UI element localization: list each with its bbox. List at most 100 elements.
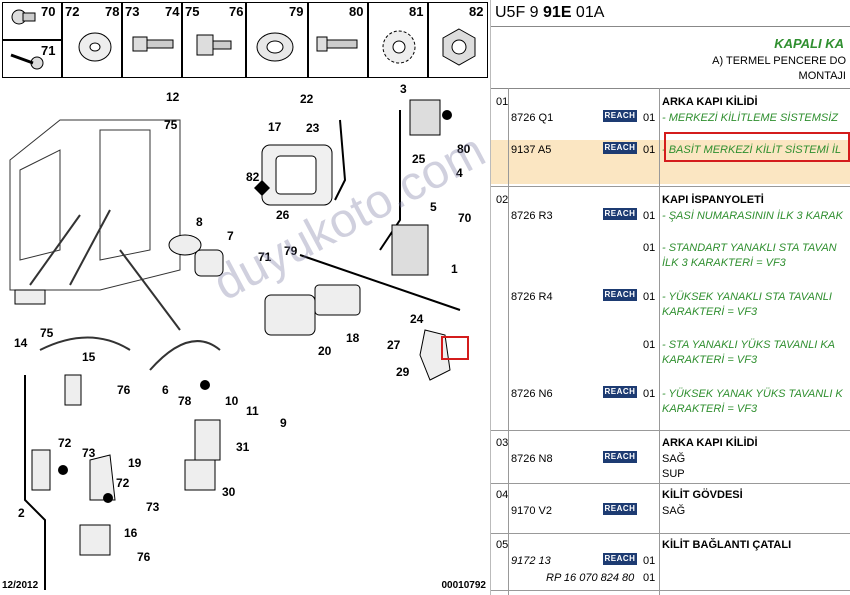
callout-24[interactable]: 24 [410, 312, 424, 326]
diagram-date: 12/2012 [2, 580, 39, 591]
part-cell-80[interactable]: 80 [308, 2, 368, 78]
callout-76[interactable]: 76 [117, 383, 131, 397]
callout-27[interactable]: 27 [387, 338, 401, 352]
callout-73[interactable]: 73 [82, 446, 96, 460]
callout-78[interactable]: 78 [178, 394, 192, 408]
callout-70[interactable]: 70 [458, 211, 472, 225]
callout-22[interactable]: 22 [300, 92, 314, 106]
quantity: 01 [643, 291, 656, 303]
highlighted-part-box[interactable] [441, 336, 469, 360]
part-cell-73[interactable]: 73 74 [122, 2, 182, 78]
callout-25[interactable]: 25 [412, 152, 426, 166]
part-cell-71[interactable]: 71 [2, 40, 62, 78]
callout-12[interactable]: 12 [166, 90, 180, 104]
part-ref[interactable]: 8726 R4 [511, 291, 553, 303]
callout-6[interactable]: 6 [162, 383, 169, 397]
part-desc-2: KARAKTERİ = VF3 [662, 306, 758, 318]
part-number: 80 [349, 4, 364, 19]
callout-31[interactable]: 31 [236, 440, 250, 454]
callout-11[interactable]: 11 [246, 404, 259, 418]
callout-4[interactable]: 4 [456, 166, 463, 180]
part-ref[interactable]: 9137 A5 [511, 144, 552, 156]
callout-10[interactable]: 10 [225, 394, 239, 408]
reach-badge: REACH [603, 110, 637, 122]
parts-diagram-panel: 70 71 72 78 73 74 75 76 79 80 [0, 0, 491, 595]
exploded-view-diagram: 12 75 17 22 23 3 80 25 82 26 4 5 70 1 8 … [0, 80, 490, 595]
part-cell-82[interactable]: 82 [428, 2, 488, 78]
quantity: 01 [643, 210, 656, 222]
callout-75[interactable]: 75 [40, 326, 54, 340]
part-number: 81 [409, 4, 424, 19]
part-cell-70[interactable]: 70 [2, 2, 62, 40]
callout-18[interactable]: 18 [346, 331, 360, 345]
bolt-icon [132, 36, 174, 52]
callout-16[interactable]: 16 [124, 526, 138, 540]
quantity: 01 [643, 339, 656, 351]
star-washer-icon [382, 30, 416, 64]
row-divider [491, 483, 850, 484]
callout-82[interactable]: 82 [246, 170, 260, 184]
nut-icon [442, 28, 476, 66]
callout-29[interactable]: 29 [396, 365, 410, 379]
callout-7[interactable]: 7 [227, 229, 234, 243]
callout-5[interactable]: 5 [430, 200, 437, 214]
diagram-id: 00010792 [441, 580, 487, 591]
quantity: 01 [643, 242, 656, 254]
part-title: ARKA KAPI KİLİDİ [662, 96, 758, 108]
callout-2[interactable]: 2 [18, 506, 25, 520]
callout-20[interactable]: 20 [318, 344, 332, 358]
code-prefix: U5F 9 [495, 4, 544, 21]
part-ref[interactable]: 8726 N8 [511, 453, 553, 465]
reach-badge: REACH [603, 208, 637, 220]
callout-17[interactable]: 17 [268, 120, 282, 134]
callout-72[interactable]: 72 [116, 476, 130, 490]
quantity: 01 [643, 555, 656, 567]
callout-76[interactable]: 76 [137, 550, 151, 564]
part-desc: SAĞ [662, 505, 686, 517]
screw-icon [10, 53, 44, 70]
part-cell-75[interactable]: 75 76 [182, 2, 246, 78]
callout-30[interactable]: 30 [222, 485, 236, 499]
part-ref[interactable]: 9170 V2 [511, 505, 552, 517]
callout-19[interactable]: 19 [128, 456, 142, 470]
callout-73[interactable]: 73 [146, 500, 160, 514]
part-cell-72[interactable]: 72 78 [62, 2, 122, 78]
part-ref[interactable]: 8726 R3 [511, 210, 553, 222]
part-number: 82 [469, 4, 484, 19]
code-bold: 91E [543, 4, 572, 21]
callout-8[interactable]: 8 [196, 215, 203, 229]
small-parts-strip: 70 71 72 78 73 74 75 76 79 80 [0, 0, 490, 80]
callout-23[interactable]: 23 [306, 121, 320, 135]
part-ref-2[interactable]: RP 16 070 824 80 [546, 572, 635, 584]
part-cell-79[interactable]: 79 [246, 2, 308, 78]
column-divider [659, 88, 660, 595]
callout-79[interactable]: 79 [284, 244, 298, 258]
group-number: 04 [496, 489, 509, 501]
callout-15[interactable]: 15 [82, 350, 96, 364]
part-number: 78 [105, 4, 120, 19]
callout-26[interactable]: 26 [276, 208, 290, 222]
part-desc: - YÜKSEK YANAKLI STA TAVANLI [662, 291, 832, 303]
reach-badge: REACH [603, 142, 637, 154]
callout-3[interactable]: 3 [400, 82, 407, 96]
quantity: 01 [643, 388, 656, 400]
selected-desc-box [664, 132, 850, 162]
part-ref[interactable]: 9172 13 [511, 555, 551, 567]
part-number: 70 [41, 4, 56, 19]
part-ref[interactable]: 8726 N6 [511, 388, 553, 400]
parts-list-panel: U5F 9 91E 01A KAPALI KA A) TERMEL PENCER… [491, 0, 850, 595]
page-subtitle-2: MONTAJI [798, 70, 846, 82]
part-desc: - STANDART YANAKLI STA TAVAN [662, 242, 837, 254]
row-divider [491, 186, 850, 187]
part-ref[interactable]: 8726 Q1 [511, 112, 554, 124]
clip-icon [196, 34, 232, 56]
callout-9[interactable]: 9 [280, 416, 287, 430]
callout-72[interactable]: 72 [58, 436, 72, 450]
callout-75[interactable]: 75 [164, 118, 178, 132]
callout-1[interactable]: 1 [451, 262, 458, 276]
callout-14[interactable]: 14 [14, 336, 28, 350]
callout-71[interactable]: 71 [258, 250, 272, 264]
part-desc: - MERKEZİ KİLİTLEME SİSTEMSİZ [662, 112, 839, 124]
callout-80[interactable]: 80 [457, 142, 471, 156]
part-cell-81[interactable]: 81 [368, 2, 428, 78]
